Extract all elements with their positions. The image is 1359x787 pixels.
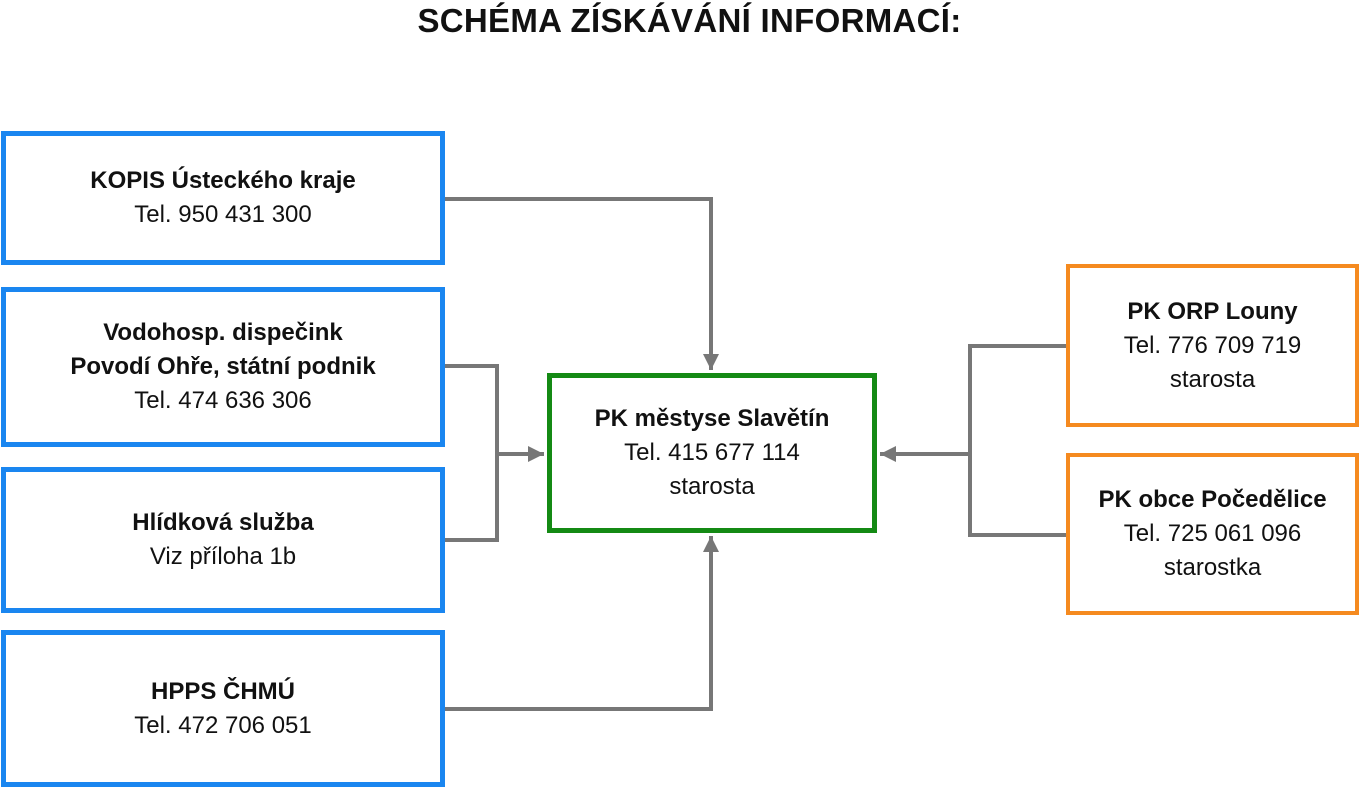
node-kopis-name: KOPIS Ústeckého kraje — [90, 167, 356, 194]
node-center-role: starosta — [669, 473, 755, 500]
node-vodohosp-name-line1: Vodohosp. dispečink — [103, 319, 343, 346]
node-hpps: HPPS ČHMÚ Tel. 472 706 051 — [1, 630, 445, 787]
diagram-title: SCHÉMA ZÍSKÁVÁNÍ INFORMACÍ: — [417, 2, 962, 39]
node-vodohosp-name-line2: Povodí Ohře, státní podnik — [70, 353, 376, 380]
node-hlidkova-note: Viz příloha 1b — [149, 543, 297, 570]
node-center-name: PK městyse Slavětín — [594, 405, 830, 432]
node-hlidkova: Hlídková služba Viz příloha 1b — [1, 467, 445, 613]
connector-kopis — [445, 197, 719, 370]
node-vodohosp-phone: Tel. 474 636 306 — [134, 387, 312, 414]
node-orp: PK ORP Louny Tel. 776 709 719 starosta — [1066, 264, 1359, 427]
node-vodohosp: Vodohosp. dispečink Povodí Ohře, státní … — [1, 287, 445, 447]
connector-vodohosp — [445, 364, 499, 542]
node-kopis-phone: Tel. 950 431 300 — [134, 201, 312, 228]
node-center: PK městyse Slavětín Tel. 415 677 114 sta… — [547, 373, 877, 533]
node-hpps-phone: Tel. 472 706 051 — [134, 711, 312, 739]
node-orp-name: PK ORP Louny — [1127, 297, 1298, 325]
connector-hpps — [445, 536, 719, 711]
connector-orp — [968, 344, 1068, 537]
node-hlidkova-name: Hlídková služba — [132, 509, 314, 536]
node-pocedelice-name: PK obce Počedělice — [1098, 486, 1327, 513]
node-pocedelice: PK obce Počedělice Tel. 725 061 096 star… — [1066, 453, 1359, 615]
node-pocedelice-role: starostka — [1163, 554, 1262, 581]
node-center-phone: Tel. 415 677 114 — [624, 439, 800, 466]
node-hpps-name: HPPS ČHMÚ — [150, 677, 295, 705]
node-pocedelice-phone: Tel. 725 061 096 — [1123, 520, 1302, 547]
node-orp-phone: Tel. 776 709 719 — [1123, 331, 1302, 359]
node-orp-role: starosta — [1169, 365, 1256, 393]
node-kopis: KOPIS Ústeckého kraje Tel. 950 431 300 — [1, 131, 445, 265]
